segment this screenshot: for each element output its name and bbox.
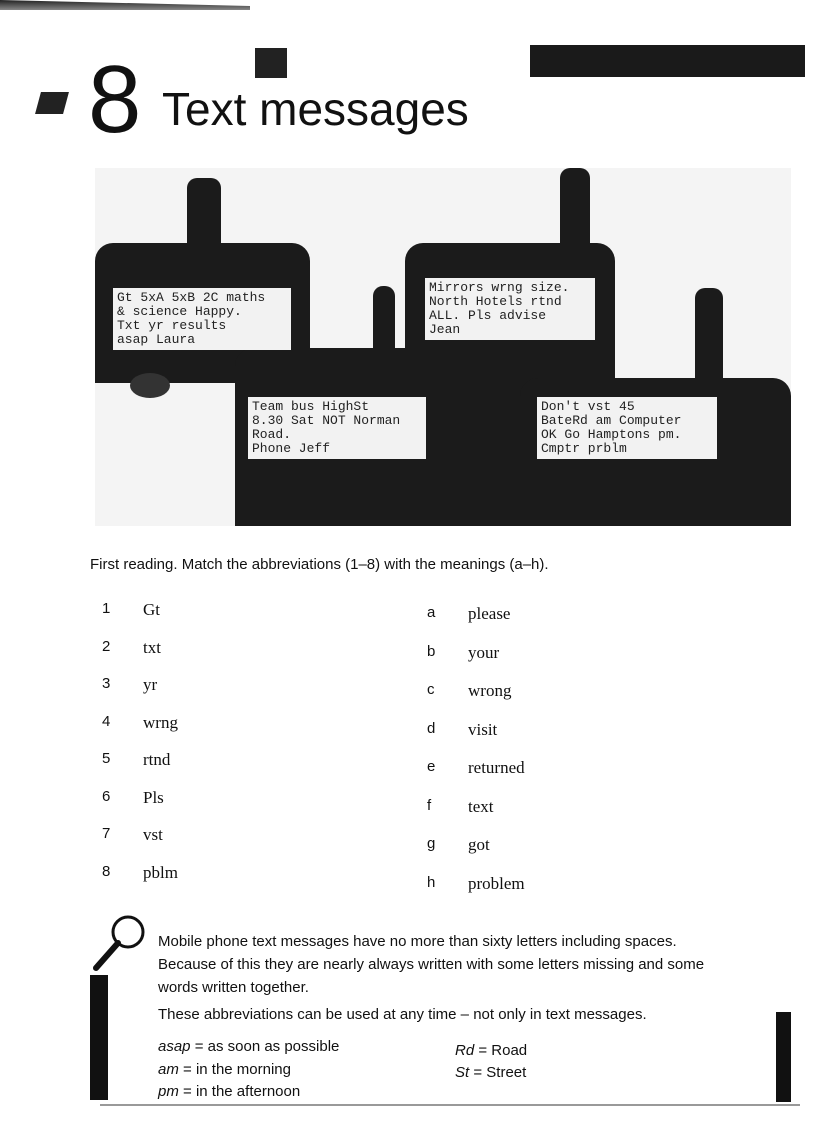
item-number: 7 <box>102 825 111 842</box>
item-abbreviation: txt <box>143 637 161 657</box>
phone-button <box>130 373 170 398</box>
abbreviation: Rd <box>455 1042 475 1059</box>
item-meaning: text <box>468 796 494 816</box>
message-line: Team bus HighSt <box>252 399 370 414</box>
item-letter: g <box>427 835 436 852</box>
scan-edge <box>0 0 250 10</box>
page-title: Text messages <box>162 83 469 135</box>
item-abbreviation: rtnd <box>143 750 171 769</box>
abbreviation-meaning: = Road <box>478 1042 528 1059</box>
item-number: 5 <box>102 750 111 767</box>
header-decoration <box>255 48 287 78</box>
unit-marker <box>35 92 69 114</box>
message-line: ALL. Pls advise <box>429 308 547 323</box>
message-line: BateRd am Computer <box>541 413 682 428</box>
scan-edge <box>100 1104 800 1106</box>
item-letter: d <box>427 719 436 737</box>
message-line: & science Happy. <box>117 304 242 319</box>
item-meaning: problem <box>468 873 525 893</box>
item-letter: a <box>427 604 436 621</box>
abbreviation-entry: am = in the morning <box>158 1061 291 1078</box>
item-number: 1 <box>102 600 111 617</box>
note-box: Mobile phone text messages have no more … <box>158 930 718 1026</box>
magnifying-glass-icon <box>90 912 150 972</box>
page-decoration <box>776 1012 791 1102</box>
abbreviation: pm <box>158 1083 179 1100</box>
item-number: 2 <box>102 637 111 655</box>
item-meaning: your <box>468 642 500 662</box>
page-decoration <box>90 975 108 1100</box>
message-line: Jean <box>429 322 461 337</box>
item-abbreviation: yr <box>143 675 158 694</box>
item-letter: f <box>427 796 432 814</box>
message-line: Don't vst 45 <box>541 399 635 414</box>
note-paragraph: Mobile phone text messages have no more … <box>158 933 705 996</box>
abbreviation-entry: St = Street <box>455 1064 526 1081</box>
message-line: Road. <box>252 427 292 442</box>
item-abbreviation: wrng <box>143 712 178 732</box>
message-line: Gt 5xA 5xB 2C maths <box>117 290 266 305</box>
message-screen-1: Gt 5xA 5xB 2C maths& science Happy.Txt y… <box>113 288 291 350</box>
message-line: North Hotels rtnd <box>429 294 562 309</box>
unit-number: 8 <box>88 46 142 153</box>
item-number: 3 <box>102 675 111 692</box>
item-meaning: wrong <box>468 681 512 700</box>
abbreviation: St <box>455 1064 470 1081</box>
item-letter: h <box>427 873 436 891</box>
message-line: Mirrors wrng size. <box>429 280 570 295</box>
header-decoration <box>530 45 805 77</box>
item-abbreviation: vst <box>143 825 163 844</box>
abbreviation-meaning: = as soon as possible <box>194 1038 340 1055</box>
message-line: Cmptr prblm <box>541 441 627 456</box>
message-line: OK Go Hamptons pm. <box>541 427 682 442</box>
phones-photo: Gt 5xA 5xB 2C maths& science Happy.Txt y… <box>95 168 791 526</box>
message-line: Txt yr results <box>117 318 227 333</box>
item-meaning: visit <box>468 719 498 739</box>
abbreviation-meaning: = in the morning <box>183 1061 291 1078</box>
item-number: 6 <box>102 787 111 805</box>
item-letter: c <box>427 681 435 698</box>
item-meaning: returned <box>468 758 525 777</box>
abbreviation-entry: asap = as soon as possible <box>158 1038 339 1055</box>
item-abbreviation: pblm <box>143 862 178 882</box>
item-meaning: got <box>468 835 490 854</box>
exercise-instruction: First reading. Match the abbreviations (… <box>90 556 549 573</box>
item-letter: b <box>427 642 436 660</box>
item-letter: e <box>427 758 436 775</box>
abbreviation: am <box>158 1061 179 1078</box>
abbreviation-entry: pm = in the afternoon <box>158 1083 300 1100</box>
note-paragraph: These abbreviations can be used at any t… <box>158 1006 647 1023</box>
abbreviation-entry: Rd = Road <box>455 1042 527 1059</box>
abbreviation-meaning: = Street <box>473 1064 527 1081</box>
message-line: 8.30 Sat NOT Norman <box>252 413 401 428</box>
item-abbreviation: Pls <box>143 787 164 807</box>
item-number: 4 <box>102 712 111 730</box>
item-number: 8 <box>102 862 111 880</box>
item-abbreviation: Gt <box>143 600 160 619</box>
abbreviation: asap <box>158 1038 191 1055</box>
item-meaning: please <box>468 604 511 623</box>
abbreviation-meaning: = in the afternoon <box>183 1083 301 1100</box>
message-line: Phone Jeff <box>252 441 331 456</box>
message-line: asap Laura <box>117 332 196 347</box>
